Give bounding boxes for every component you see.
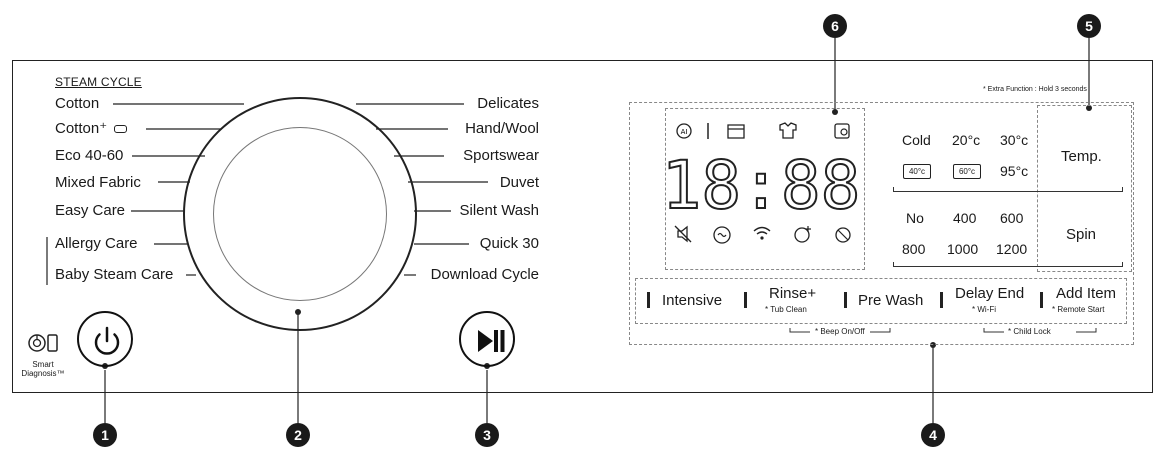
temp-bracket (893, 187, 1123, 192)
shirt-icon (779, 122, 797, 139)
program-duvet[interactable]: Duvet (499, 174, 539, 191)
wash-tub-icon (727, 124, 745, 139)
child-lock-note: * Child Lock (1008, 327, 1051, 336)
spin-button[interactable]: Spin (1066, 226, 1097, 243)
temp-option-60: 60°c (953, 164, 981, 179)
play-pause-icon (478, 330, 505, 352)
intensive-indicator (647, 292, 650, 308)
delay-end-sub: * Wi-Fi (972, 305, 996, 314)
program-dial-knob (213, 127, 387, 301)
add-item-button[interactable]: Add Item (1056, 285, 1117, 302)
delay-end-indicator (940, 292, 943, 308)
spin-option-800: 800 (902, 241, 926, 257)
rinse-plus-button[interactable]: Rinse+ (769, 285, 817, 302)
temp-option-95: 95°c (1000, 163, 1029, 179)
callout-3: 3 (475, 423, 499, 447)
beep-on-off-note: * Beep On/Off (815, 327, 865, 336)
rinse-plus-sub: * Tub Clean (765, 305, 807, 314)
temp-option-30: 30°c (1000, 132, 1029, 148)
program-eco-40-60[interactable]: Eco 40-60 (55, 147, 124, 164)
intensive-button[interactable]: Intensive (662, 292, 723, 309)
mute-icon (674, 225, 692, 243)
option-buttons-area (635, 278, 1127, 324)
ai-icon: AI (676, 123, 692, 139)
callout-1: 1 (93, 423, 117, 447)
spin-option-no: No (906, 210, 924, 226)
add-item-indicator (1040, 292, 1043, 308)
program-quick-30[interactable]: Quick 30 (479, 235, 539, 252)
delay-end-button[interactable]: Delay End (955, 285, 1025, 302)
combo-brackets (789, 328, 1097, 333)
spin-option-1000: 1000 (947, 241, 979, 257)
add-item-icon (794, 226, 811, 243)
program-easy-care[interactable]: Easy Care (55, 202, 126, 219)
smart-diagnosis-label-2: Diagnosis™ (21, 369, 65, 378)
program-download-cycle[interactable]: Download Cycle (430, 266, 539, 283)
digits-display: 18:88 (662, 147, 861, 224)
steam-cycle-title: STEAM CYCLE (55, 75, 142, 89)
program-silent-wash[interactable]: Silent Wash (459, 202, 539, 219)
add-item-sub: * Remote Start (1052, 305, 1105, 314)
program-delicates[interactable]: Delicates (477, 95, 539, 112)
tub-clean-icon (834, 123, 850, 139)
temp-option-cold: Cold (902, 132, 931, 148)
spin-bracket (893, 262, 1123, 267)
program-dial[interactable] (183, 97, 417, 331)
program-baby-steam-care[interactable]: Baby Steam Care (55, 266, 174, 283)
temp-spin-buttons-area (1037, 105, 1132, 272)
extra-function-note: * Extra Function : Hold 3 seconds (983, 86, 1087, 93)
spin-option-400: 400 (953, 210, 977, 226)
callout-5: 5 (1077, 14, 1101, 38)
child-lock-icon (835, 227, 851, 243)
program-sportswear[interactable]: Sportswear (463, 147, 539, 164)
program-mixed-fabric[interactable]: Mixed Fabric (55, 174, 141, 191)
program-label: Cotton⁺ (55, 120, 108, 137)
rinse-plus-indicator (744, 292, 747, 308)
program-cotton-plus[interactable]: Cotton⁺ (55, 120, 128, 138)
steam-icon (713, 226, 731, 244)
pre-wash-indicator (844, 292, 847, 308)
spin-option-1200: 1200 (996, 241, 1028, 257)
smart-diagnosis-label-1: Smart (32, 360, 54, 369)
svg-text:AI: AI (681, 128, 688, 136)
spin-option-600: 600 (1000, 210, 1024, 226)
wifi-icon (753, 226, 771, 240)
smart-diagnosis-icon (28, 334, 58, 352)
display-area (629, 102, 1134, 345)
start-pause-button[interactable] (459, 311, 515, 367)
power-button[interactable] (77, 311, 133, 367)
control-panel (12, 60, 1153, 393)
program-allergy-care[interactable]: Allergy Care (55, 235, 138, 252)
lcd-digits: 18:88 (661, 146, 862, 225)
temp-option-20: 20°c (952, 132, 981, 148)
program-hand-wool[interactable]: Hand/Wool (465, 120, 539, 137)
display-bottom-icons (674, 225, 851, 244)
pre-wash-button[interactable]: Pre Wash (858, 292, 924, 309)
program-cotton[interactable]: Cotton (55, 95, 100, 112)
mini-rectangle-icon (114, 125, 128, 134)
temp-option-40: 40°c (903, 164, 931, 179)
callout-6: 6 (823, 14, 847, 38)
power-icon (94, 326, 120, 355)
lcd-screen (665, 108, 865, 270)
callout-2: 2 (286, 423, 310, 447)
display-top-icons: AI (676, 122, 850, 139)
temp-button[interactable]: Temp. (1061, 148, 1102, 165)
callout-4: 4 (921, 423, 945, 447)
